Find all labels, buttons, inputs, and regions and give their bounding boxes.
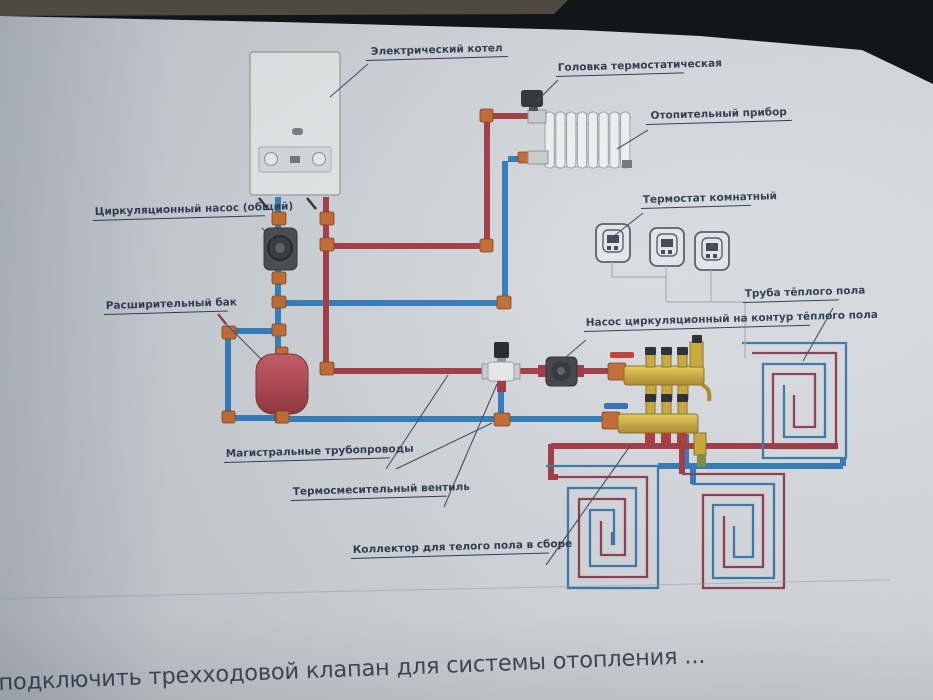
floor-heating-coils: [546, 341, 848, 590]
radiator-valve-top: [527, 109, 547, 124]
leader-lines: [223, 63, 834, 566]
expansion-tank: [255, 346, 309, 424]
thermostatic-head: [521, 90, 543, 107]
thermostat-wires: [611, 262, 746, 358]
radiator-plug: [622, 160, 632, 168]
thermostat-3: [694, 231, 730, 271]
monitor-top-bezel: [0, 0, 933, 84]
coil-bottom-right: [682, 472, 786, 590]
coil-top-right: [742, 341, 848, 460]
bezel-shape: [0, 0, 933, 84]
return-manifold: [617, 394, 707, 467]
thermostat-2: [649, 227, 685, 267]
label-floor-pipe: Труба тёплого пола: [742, 285, 865, 304]
radiator-valve-bottom: [527, 150, 549, 165]
wall-strip: [0, 0, 568, 16]
room-thermostats: [595, 223, 730, 271]
mixing-valve: [481, 342, 521, 392]
label-thermostat-room: Термостат комнатный: [640, 190, 777, 210]
electric-boiler: [249, 51, 341, 196]
radiator: [521, 90, 632, 169]
floor-collector: [601, 335, 712, 467]
circulation-pump-floor: [538, 356, 584, 387]
coil-bottom-left: [546, 464, 660, 590]
thermostat-1: [595, 223, 631, 263]
supply-manifold: [623, 335, 712, 402]
